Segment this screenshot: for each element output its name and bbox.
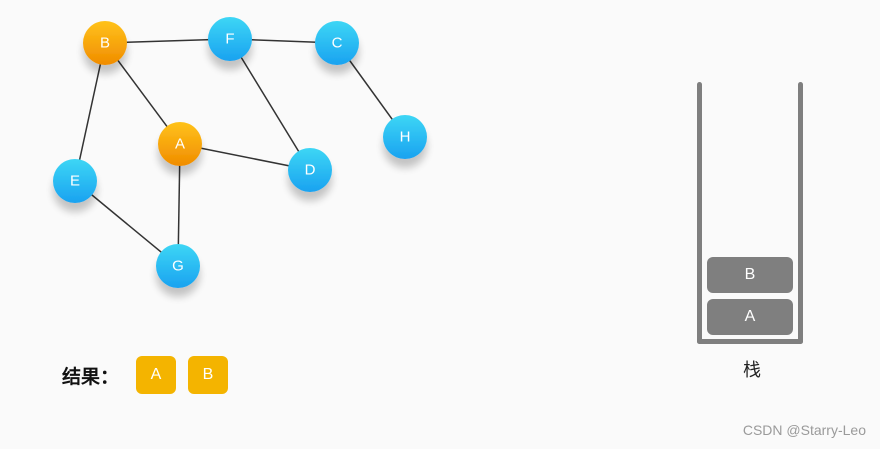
stack-item: A <box>707 299 793 335</box>
result-item: A <box>136 356 176 394</box>
node-C: C <box>315 21 359 65</box>
node-circle-C <box>315 21 359 65</box>
node-circle-B <box>83 21 127 65</box>
node-circle-A <box>158 122 202 166</box>
node-label-H: H <box>400 129 411 146</box>
node-E: E <box>53 159 97 203</box>
node-label-C: C <box>332 35 343 52</box>
node-label-D: D <box>305 162 316 179</box>
node-label-A: A <box>175 136 185 153</box>
stack-wall-bottom <box>697 339 803 344</box>
node-label-F: F <box>225 31 234 48</box>
node-H: H <box>383 115 427 159</box>
node-B: B <box>83 21 127 65</box>
stack-item: B <box>707 257 793 293</box>
edge-E-G <box>74 180 179 267</box>
node-circle-H <box>383 115 427 159</box>
node-label-G: G <box>172 258 184 275</box>
watermark: CSDN @Starry-Leo <box>742 422 866 438</box>
nodes-layer: B F C H A D E G <box>53 17 427 288</box>
stack-wall-right <box>798 82 803 344</box>
node-circle-D <box>288 148 332 192</box>
node-G: G <box>156 244 200 288</box>
result-item: B <box>188 356 228 394</box>
edge-B-E <box>74 42 106 182</box>
node-circle-E <box>53 159 97 203</box>
node-label-B: B <box>100 35 110 52</box>
stack-wall-left <box>697 82 702 344</box>
edge-A-D <box>179 143 311 171</box>
node-D: D <box>288 148 332 192</box>
edges-layer <box>74 38 406 267</box>
stack-label: 栈 <box>743 360 761 381</box>
node-circle-G <box>156 244 200 288</box>
node-circle-F <box>208 17 252 61</box>
node-label-E: E <box>70 173 80 190</box>
edge-F-D <box>229 38 311 171</box>
node-F: F <box>208 17 252 61</box>
node-A: A <box>158 122 202 166</box>
result-label: 结果： <box>62 366 120 388</box>
